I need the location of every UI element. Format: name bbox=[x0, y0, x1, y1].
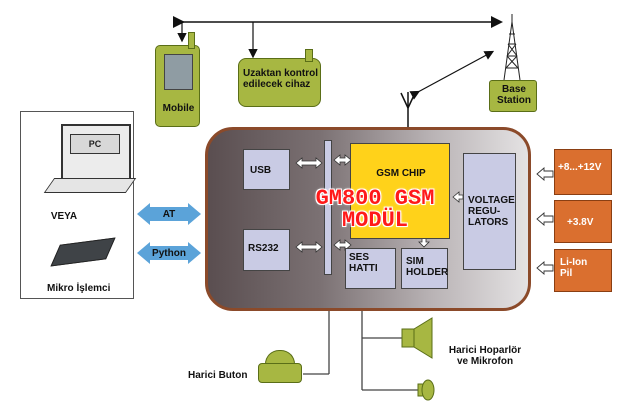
power-arrow-3 bbox=[536, 261, 554, 275]
li-ion-label: Li-Ion Pil bbox=[560, 257, 588, 279]
usb-bus-arrow bbox=[295, 157, 323, 169]
mobile-phone: Mobile bbox=[155, 32, 200, 127]
base-station-label: Base Station bbox=[497, 84, 531, 106]
gsm-chip-label: GSM CHIP bbox=[376, 168, 426, 179]
remote-device: Uzaktan kontrol edilecek cihaz bbox=[238, 49, 321, 107]
mobile-label: Mobile bbox=[162, 103, 195, 114]
at-label: AT bbox=[162, 209, 176, 220]
power-12v-label: +8...+12V bbox=[558, 162, 602, 173]
sim-holder-box: SIM HOLDER bbox=[401, 248, 448, 289]
button-label: Harici Buton bbox=[188, 370, 248, 381]
voltage-regulators: VOLTAGE REGU- LATORS bbox=[463, 153, 516, 270]
power-3v8: +3.8V bbox=[554, 200, 612, 243]
speaker-icon bbox=[401, 317, 433, 359]
controller-panel: PC VEYA Mikro İşlemci bbox=[20, 111, 137, 299]
ses-label: SES HATTI bbox=[349, 252, 378, 274]
internal-bus bbox=[324, 140, 332, 275]
rs232-box: RS232 bbox=[243, 229, 290, 271]
module-title-line1: GM800 GSM bbox=[315, 186, 435, 211]
usb-box: USB bbox=[243, 149, 290, 190]
rs232-bus-arrow bbox=[295, 241, 323, 253]
usb-label: USB bbox=[250, 165, 272, 176]
python-label: Python bbox=[152, 248, 186, 259]
module-title-line2: MODÜL bbox=[341, 208, 408, 233]
base-station: Base Station bbox=[489, 80, 537, 112]
bus-ses-arrow bbox=[333, 239, 352, 251]
voltage-label: VOLTAGE REGU- LATORS bbox=[468, 195, 515, 228]
tower-icon bbox=[503, 14, 521, 81]
remote-device-label: Uzaktan kontrol edilecek cihaz bbox=[243, 68, 319, 90]
power-arrow-1 bbox=[536, 167, 554, 181]
antenna-link bbox=[409, 50, 495, 100]
sim-label: SIM HOLDER bbox=[406, 256, 449, 278]
power-arrow-2 bbox=[536, 212, 554, 226]
phone-antenna-icon bbox=[188, 32, 195, 49]
module-title: GM800 GSM MODÜL bbox=[285, 188, 465, 232]
pc-label: PC bbox=[70, 134, 120, 154]
python-arrow bbox=[137, 242, 201, 264]
power-3v8-label: +3.8V bbox=[567, 217, 594, 228]
device-antenna-icon bbox=[305, 49, 313, 62]
at-arrow bbox=[137, 203, 201, 225]
phone-screen bbox=[164, 54, 193, 90]
gsm-chip: GSM CHIP bbox=[350, 143, 450, 239]
microphone-icon bbox=[417, 379, 435, 401]
rs232-label: RS232 bbox=[248, 243, 279, 254]
speaker-mic-label: Harici Hoparlör ve Mikrofon bbox=[448, 345, 522, 367]
mcu-label: Mikro İşlemci bbox=[47, 283, 111, 294]
li-ion-battery: Li-Ion Pil bbox=[554, 249, 612, 292]
or-label: VEYA bbox=[50, 211, 78, 222]
power-12v: +8...+12V bbox=[554, 149, 612, 195]
antenna-icon bbox=[400, 92, 416, 127]
audio-line-box: SES HATTI bbox=[345, 248, 396, 289]
